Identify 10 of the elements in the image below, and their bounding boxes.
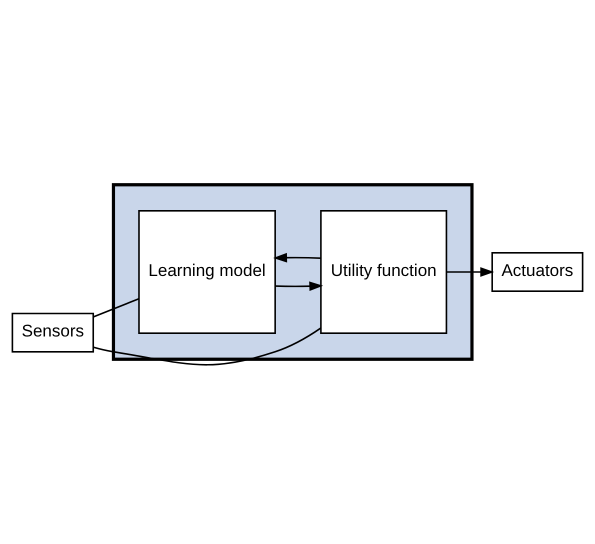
arrow (273, 252, 321, 263)
arrow (276, 281, 324, 292)
arrow (446, 267, 494, 277)
connector (93, 327, 322, 366)
node-box: Actuators (491, 252, 584, 292)
node-box: Learning model (138, 210, 276, 334)
cluster (112, 183, 474, 361)
node-box: Sensors (12, 312, 94, 353)
node-box: Utility function (320, 210, 448, 334)
connector (93, 298, 140, 318)
